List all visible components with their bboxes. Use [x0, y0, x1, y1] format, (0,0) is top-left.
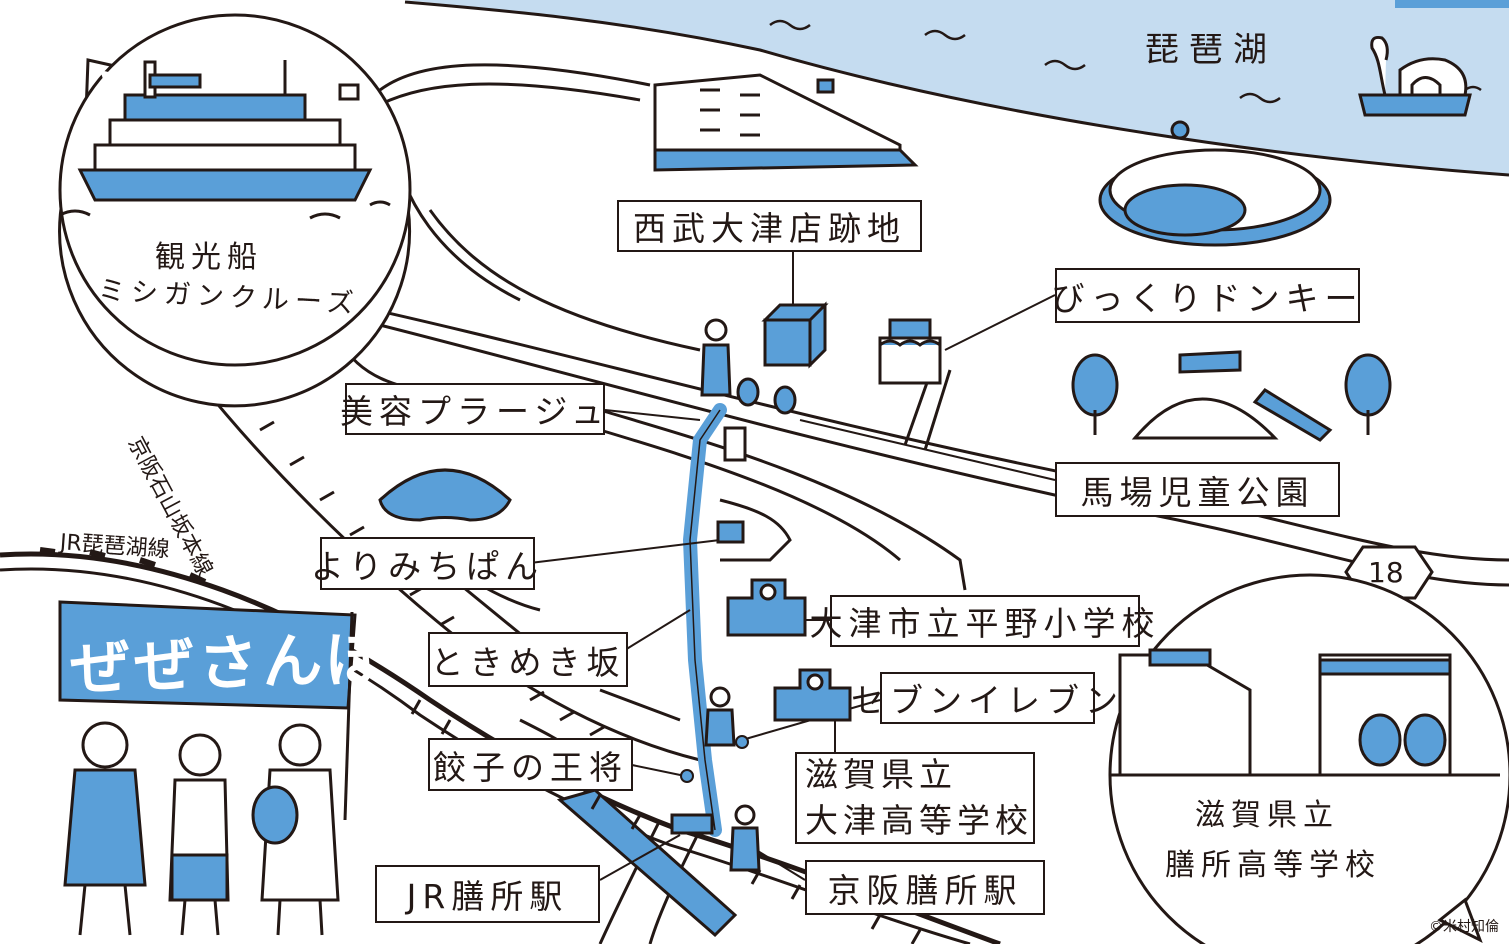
walkers-group-icon — [63, 721, 340, 936]
restaurant-icon — [878, 318, 942, 385]
walking-route — [682, 403, 727, 837]
bread-icon — [378, 468, 512, 522]
banner-title: ぜぜさんぽ — [69, 623, 392, 705]
lake-shore — [404, 0, 1509, 177]
label-hirano-school: 大津市立平野小学校 — [810, 595, 1155, 647]
label-baba-park: 馬場児童公園 — [1055, 462, 1340, 517]
hotel-building-icon — [653, 73, 919, 172]
label-seibu: 西武大津店跡地 — [617, 200, 922, 252]
cruise-bubble — [58, 13, 412, 408]
label-yorimichi-pan: よりみちぱん — [311, 537, 538, 590]
wave-icons — [769, 19, 1482, 104]
leader-lines — [529, 250, 1056, 881]
banner — [58, 600, 357, 821]
lake-biwa — [405, 0, 1509, 175]
school-bubble — [1108, 573, 1509, 944]
swan-boat-icon — [1358, 36, 1472, 117]
school-icon — [726, 578, 852, 722]
label-biyou-plage: 美容プラージュ — [340, 383, 605, 435]
cruise-bubble-line1: 観光船 — [155, 240, 263, 275]
label-shiga-line1: 滋賀県立 — [805, 755, 957, 794]
label-shiga-line2: 大津高等学校 — [805, 801, 1033, 840]
keihan-zeze-station-icon — [670, 813, 714, 835]
label-bikkuri-donkey: びっくりドンキー — [1052, 268, 1360, 323]
school-bubble-line2: 膳所高等学校 — [1165, 848, 1381, 883]
label-gyoza-ohsho: 餃子の王将 — [428, 738, 633, 791]
label-keihan-zeze-station: 京阪膳所駅 — [805, 860, 1045, 915]
playground-icon — [1131, 350, 1333, 442]
school-bubble-line1: 滋賀県立 — [1195, 798, 1339, 833]
label-shiga-otsu-high: 滋賀県立 大津高等学校 — [795, 752, 1035, 844]
school-building-icon — [1110, 648, 1500, 777]
label-seven-eleven: セブンイレブン — [851, 672, 1118, 724]
credit: ©米村知倫 — [1429, 919, 1499, 935]
cruise-ship-icon — [59, 60, 391, 220]
label-jr-zeze-station: JR膳所駅 — [375, 865, 600, 923]
walker-icon — [700, 318, 761, 872]
yorimichi-shop-icon — [716, 520, 745, 544]
tree-icon — [736, 353, 1392, 435]
seibu-store-icon — [761, 301, 829, 369]
jr-rail-dashes — [39, 547, 207, 585]
jr-zeze-platform — [556, 788, 738, 938]
fountain-icon — [1098, 120, 1332, 247]
lake-name: 琵琶湖 — [1145, 30, 1277, 70]
label-tokimeki-zaka: ときめき坂 — [428, 632, 628, 687]
route-number: 18 — [1368, 556, 1404, 589]
